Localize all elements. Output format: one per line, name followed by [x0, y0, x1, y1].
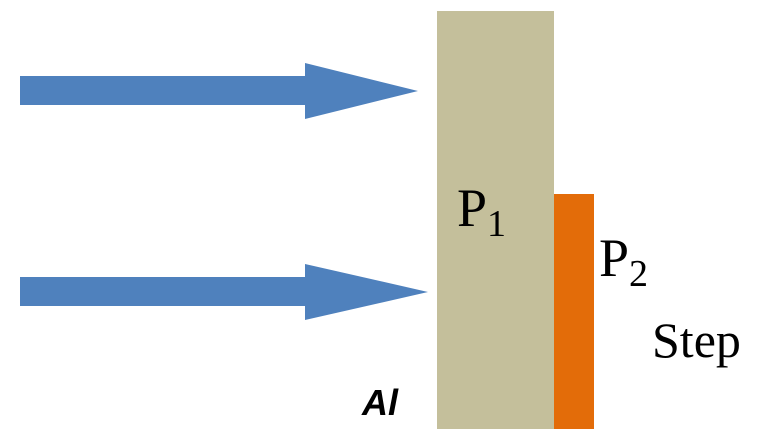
p2-label-subscript: 2 [629, 253, 648, 295]
al-label: Al [361, 382, 399, 423]
p2-label: P2 [599, 228, 648, 295]
plate-p1 [437, 11, 554, 429]
upper-arrow [20, 63, 418, 119]
upper-arrow-shaft [20, 76, 308, 105]
p1-label: P1 [457, 178, 506, 245]
upper-arrow-head [305, 63, 418, 119]
p2-label-main: P [599, 228, 629, 288]
lower-arrow-head [305, 264, 428, 320]
p1-label-main: P [457, 178, 487, 238]
p1-label-subscript: 1 [487, 203, 506, 245]
step-label: Step [652, 312, 741, 368]
lower-arrow-shaft [20, 277, 308, 306]
lower-arrow [20, 264, 428, 320]
plate-p2-step [554, 194, 594, 429]
